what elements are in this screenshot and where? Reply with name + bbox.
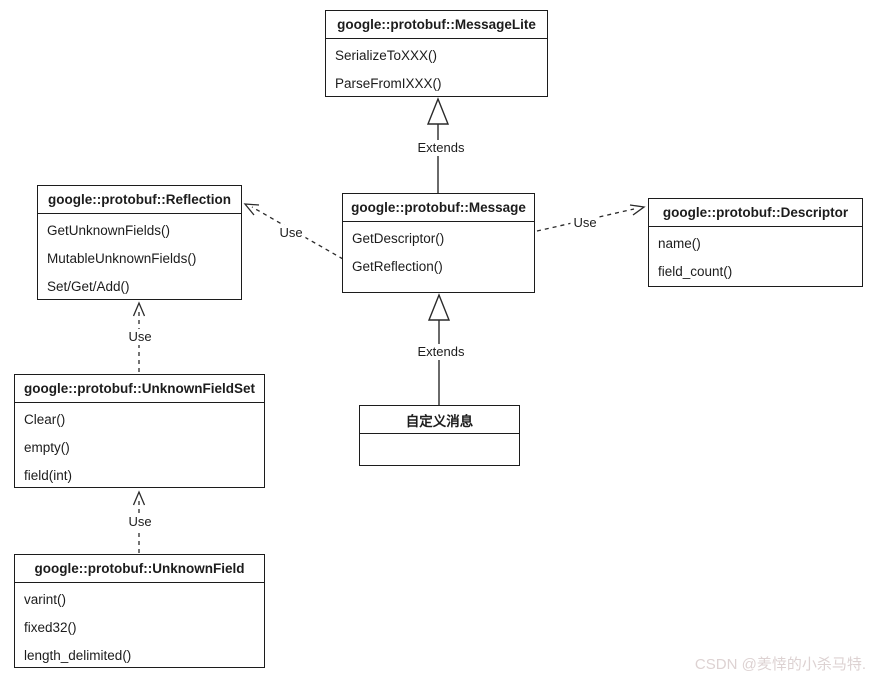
class-box-messagelite: google::protobuf::MessageLite SerializeT… (325, 10, 548, 97)
class-body-custom-message (360, 434, 519, 436)
edge-label-use-unknownfield: Use (125, 514, 155, 530)
edge-label-use-unknownfieldset: Use (125, 329, 155, 345)
class-body-message: GetDescriptor() GetReflection() (343, 222, 534, 280)
extends-arrow-message-to-messagelite (426, 97, 450, 193)
csdn-watermark: CSDN @羑悻的小杀马特. (694, 656, 866, 673)
edge-label-use-descriptor: Use (570, 215, 600, 231)
class-title-custom-message: 自定义消息 (360, 406, 519, 434)
class-method: varint() (24, 591, 67, 607)
class-method: SerializeToXXX() (335, 47, 438, 63)
class-method: Set/Get/Add() (47, 278, 130, 294)
class-box-unknownfieldset: google::protobuf::UnknownFieldSet Clear(… (14, 374, 265, 488)
use-arrow-unknownfieldset-to-reflection (132, 301, 146, 372)
class-method: Clear() (24, 411, 66, 427)
class-box-descriptor: google::protobuf::Descriptor name() fiel… (648, 198, 863, 287)
edge-label-extends-top: Extends (414, 140, 468, 156)
class-title-unknownfieldset: google::protobuf::UnknownFieldSet (15, 375, 264, 403)
class-body-unknownfieldset: Clear() empty() field(int) (15, 403, 264, 489)
class-method: field_count() (658, 263, 733, 279)
class-box-custom-message: 自定义消息 (359, 405, 520, 466)
class-method: fixed32() (24, 619, 77, 635)
class-body-messagelite: SerializeToXXX() ParseFromIXXX() (326, 39, 547, 97)
class-title-message: google::protobuf::Message (343, 194, 534, 222)
class-method: GetReflection() (352, 258, 443, 274)
class-method: ParseFromIXXX() (335, 75, 442, 91)
class-method: GetDescriptor() (352, 230, 445, 246)
class-box-message: google::protobuf::Message GetDescriptor(… (342, 193, 535, 293)
extends-arrow-custom-to-message (427, 293, 451, 405)
class-method: GetUnknownFields() (47, 222, 171, 238)
class-box-reflection: google::protobuf::Reflection GetUnknownF… (37, 185, 242, 300)
class-method: name() (658, 235, 701, 251)
class-method: field(int) (24, 467, 73, 483)
class-box-unknownfield: google::protobuf::UnknownField varint() … (14, 554, 265, 668)
class-title-messagelite: google::protobuf::MessageLite (326, 11, 547, 39)
class-title-reflection: google::protobuf::Reflection (38, 186, 241, 214)
use-arrow-message-to-reflection (243, 203, 344, 260)
class-method: MutableUnknownFields() (47, 250, 197, 266)
class-title-descriptor: google::protobuf::Descriptor (649, 199, 862, 227)
class-body-unknownfield: varint() fixed32() length_delimited() (15, 583, 264, 669)
class-title-unknownfield: google::protobuf::UnknownField (15, 555, 264, 583)
class-body-descriptor: name() field_count() (649, 227, 862, 285)
edge-label-extends-bottom: Extends (414, 344, 468, 360)
edge-label-use-reflection: Use (276, 225, 306, 241)
class-body-reflection: GetUnknownFields() MutableUnknownFields(… (38, 214, 241, 300)
class-method: empty() (24, 439, 70, 455)
class-method: length_delimited() (24, 647, 132, 663)
